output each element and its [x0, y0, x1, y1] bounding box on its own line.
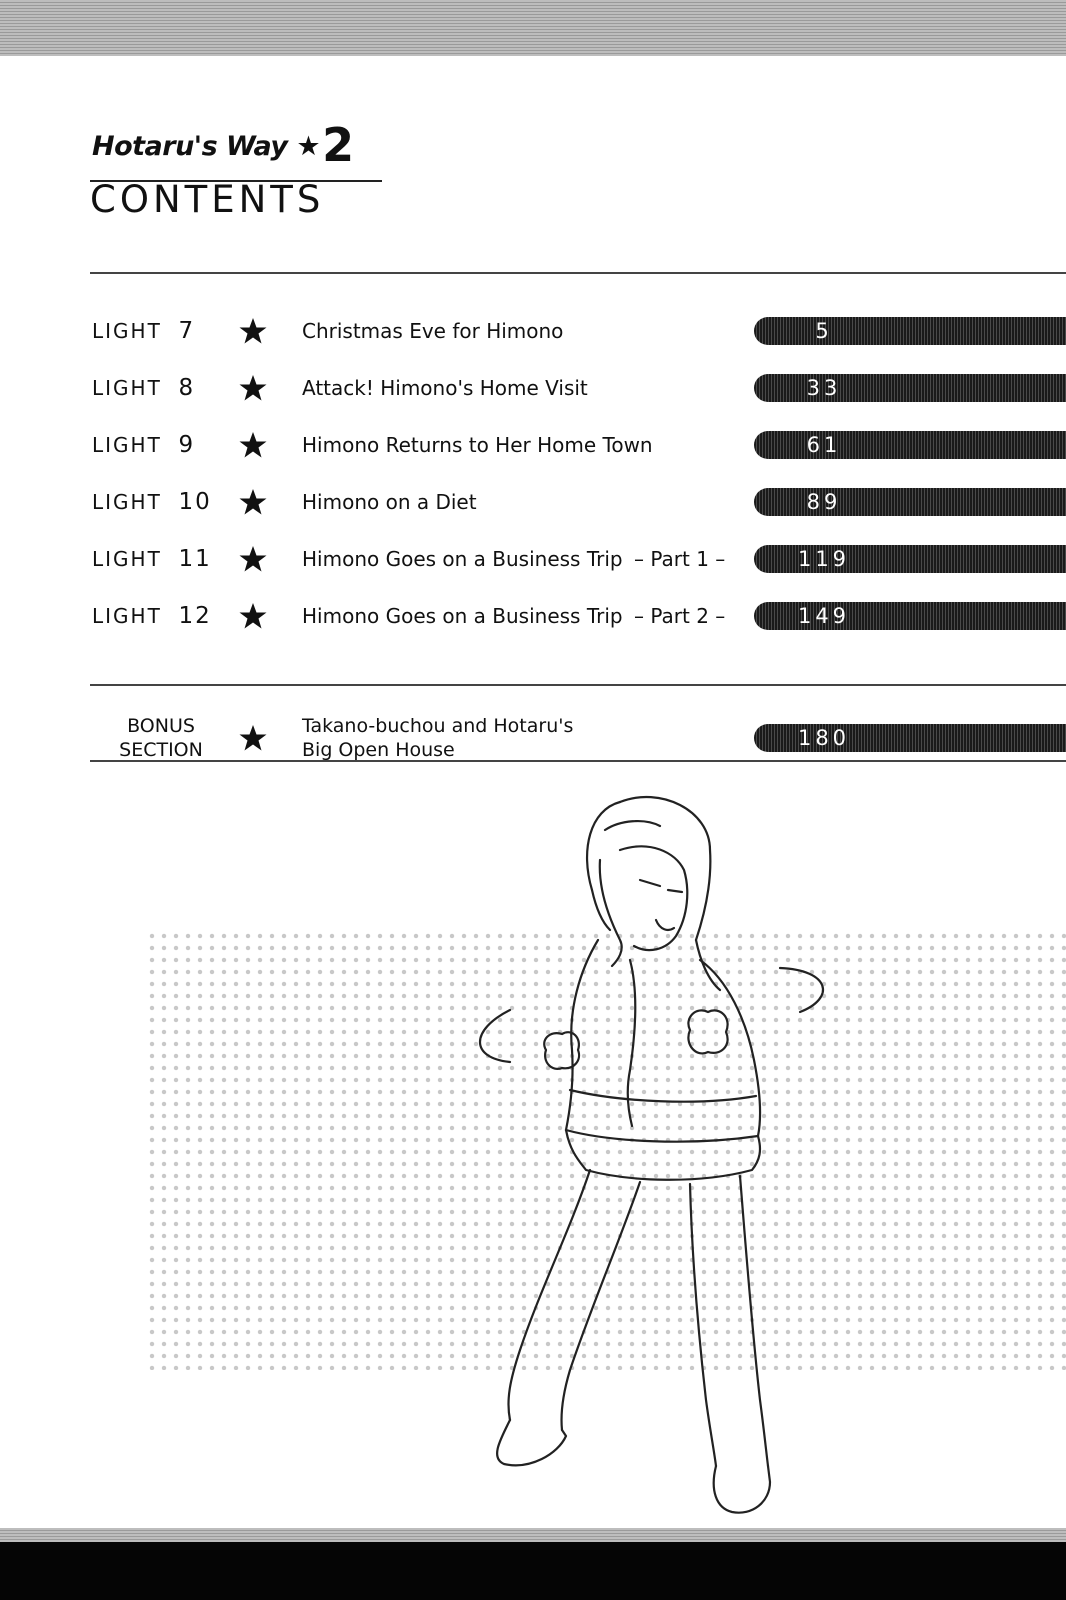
page-number: 33	[806, 376, 842, 400]
bonus-title-line2: Big Open House	[302, 739, 455, 761]
star-icon	[239, 432, 267, 458]
chapter-label: LIGHT 8	[92, 370, 195, 406]
chapter-row[interactable]: LIGHT 12 Himono Goes on a Business Trip – …	[0, 598, 1066, 634]
chapter-label-word: LIGHT	[92, 490, 162, 514]
halftone-dot-background	[146, 930, 1066, 1370]
chapter-title: Christmas Eve for Himono	[302, 319, 564, 343]
chapter-label: LIGHT 9	[92, 427, 195, 463]
page-number: 119	[797, 547, 851, 571]
chapter-title: Himono Goes on a Business Trip	[302, 547, 623, 571]
chapter-label-word: LIGHT	[92, 319, 162, 343]
chapter-title: Himono Goes on a Business Trip	[302, 604, 623, 628]
chapter-label-word: LIGHT	[92, 547, 162, 571]
bonus-label: BONUS SECTION	[104, 714, 218, 762]
chapter-label: LIGHT 11	[92, 541, 212, 577]
page-number-bar[interactable]: 149	[754, 602, 1066, 630]
bottom-screentone-band	[0, 1528, 1066, 1542]
chapter-number: 11	[178, 546, 212, 572]
page-number: 149	[797, 604, 851, 628]
page-number-bar[interactable]: 5	[754, 317, 1066, 345]
chapter-row[interactable]: LIGHT 8 Attack! Himono's Home Visit 33	[0, 370, 1066, 406]
star-icon	[239, 489, 267, 515]
bonus-title-line1: Takano-buchou and Hotaru's	[302, 715, 574, 737]
chapter-part: – Part 2 –	[634, 604, 726, 628]
bonus-page-bar[interactable]: 180	[754, 724, 1066, 752]
bonus-label-line2: SECTION	[119, 739, 203, 761]
top-screentone-band	[0, 0, 1066, 56]
chapter-number: 10	[178, 489, 212, 515]
page-number-bar[interactable]: 89	[754, 488, 1066, 516]
star-icon	[239, 603, 267, 629]
chapter-number: 8	[178, 375, 196, 401]
title-star-icon: ★	[296, 131, 321, 162]
chapter-label: LIGHT 12	[92, 598, 212, 634]
chapter-label-word: LIGHT	[92, 604, 162, 628]
bonus-label-line1: BONUS	[127, 715, 195, 737]
chapter-number: 12	[178, 603, 212, 629]
page-number-bar[interactable]: 61	[754, 431, 1066, 459]
star-icon	[239, 725, 267, 751]
chapter-number: 9	[178, 432, 196, 458]
page-number-bar[interactable]: 33	[754, 374, 1066, 402]
page-number: 89	[806, 490, 842, 514]
chapter-row[interactable]: LIGHT 9 Himono Returns to Her Home Town 61	[0, 427, 1066, 463]
star-icon	[239, 318, 267, 344]
page-number: 61	[806, 433, 842, 457]
chapter-number: 7	[178, 318, 196, 344]
chapter-label: LIGHT 10	[92, 484, 212, 520]
girl-fighting-pose-illustration	[479, 796, 824, 1514]
contents-heading: CONTENTS	[90, 178, 325, 221]
chapter-label-word: LIGHT	[92, 376, 162, 400]
bonus-top-divider	[90, 684, 1066, 686]
chapter-title: Himono on a Diet	[302, 490, 477, 514]
page-number: 5	[815, 319, 833, 343]
star-icon	[239, 375, 267, 401]
chapter-label: LIGHT 7	[92, 313, 195, 349]
top-divider	[90, 272, 1066, 274]
volume-number: 2	[322, 118, 354, 172]
star-icon	[239, 546, 267, 572]
chapter-part: – Part 1 –	[634, 547, 726, 571]
bonus-title[interactable]: Takano-buchou and Hotaru's Big Open Hous…	[302, 714, 573, 762]
series-title: Hotaru's Way ★2	[92, 122, 382, 168]
chapter-row[interactable]: LIGHT 10 Himono on a Diet 89	[0, 484, 1066, 520]
page-number-bar[interactable]: 119	[754, 545, 1066, 573]
bonus-bottom-divider	[90, 760, 1066, 762]
chapter-title: Attack! Himono's Home Visit	[302, 376, 588, 400]
bottom-black-band	[0, 1542, 1066, 1600]
chapter-label-word: LIGHT	[92, 433, 162, 457]
bonus-page-number: 180	[797, 726, 851, 750]
series-title-text: Hotaru's Way	[92, 131, 288, 162]
title-divider	[90, 180, 382, 182]
chapter-title: Himono Returns to Her Home Town	[302, 433, 653, 457]
chapter-row[interactable]: LIGHT 11 Himono Goes on a Business Trip – …	[0, 541, 1066, 577]
chapter-row[interactable]: LIGHT 7 Christmas Eve for Himono 5	[0, 313, 1066, 349]
